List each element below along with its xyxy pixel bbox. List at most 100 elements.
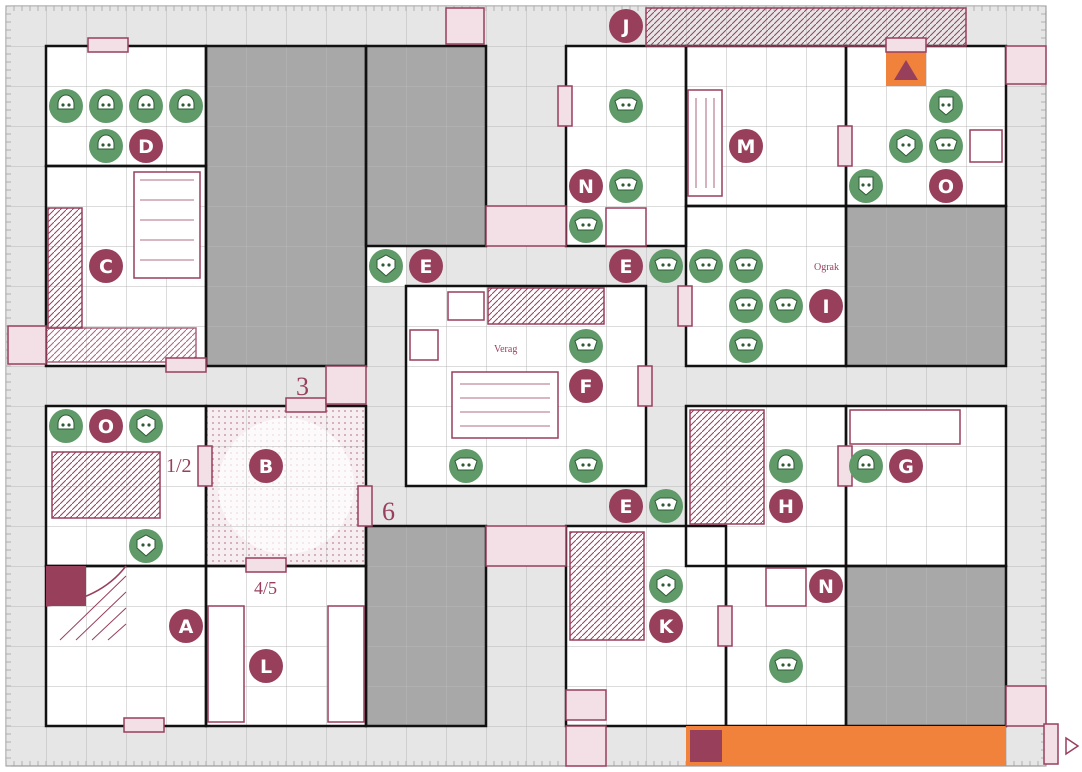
room-marker-n1[interactable]: N bbox=[569, 169, 603, 203]
goblin-icon[interactable] bbox=[769, 649, 803, 683]
fimir-icon[interactable] bbox=[129, 529, 163, 563]
room-letter-label: F bbox=[580, 376, 593, 398]
text-labels: 3 6 1/2 4/5 Verag Ograk bbox=[166, 262, 839, 598]
goblin-icon[interactable] bbox=[449, 449, 483, 483]
door-icon bbox=[565, 689, 607, 721]
goblin-icon[interactable] bbox=[649, 249, 683, 283]
stairs-icon bbox=[686, 50, 1006, 766]
room-letter-label: A bbox=[179, 616, 194, 638]
room-letter-label: O bbox=[938, 176, 954, 198]
door-icon bbox=[285, 397, 327, 413]
room-letter-label: D bbox=[138, 136, 154, 158]
room-marker-o2[interactable]: O bbox=[89, 409, 123, 443]
room-letter-label: C bbox=[99, 256, 113, 278]
zombie-icon[interactable] bbox=[929, 89, 963, 123]
room-letter-label: K bbox=[659, 616, 675, 638]
room-marker-e2[interactable]: E bbox=[609, 249, 643, 283]
arrow-right-icon[interactable] bbox=[1065, 736, 1080, 756]
fimir-icon[interactable] bbox=[129, 409, 163, 443]
room-marker-e1[interactable]: E bbox=[409, 249, 443, 283]
room-marker-o1[interactable]: O bbox=[929, 169, 963, 203]
fimir-icon[interactable] bbox=[889, 129, 923, 163]
room-marker-f[interactable]: F bbox=[569, 369, 603, 403]
room-marker-k[interactable]: K bbox=[649, 609, 683, 643]
rack-l-left bbox=[207, 605, 245, 723]
room-letter-label: O bbox=[98, 416, 114, 438]
chest-n bbox=[605, 207, 647, 247]
room-marker-g[interactable]: G bbox=[889, 449, 923, 483]
room-marker-j[interactable]: J bbox=[609, 9, 643, 43]
orc-icon[interactable] bbox=[929, 129, 963, 163]
goblin-icon[interactable] bbox=[689, 249, 723, 283]
skeleton-icon[interactable] bbox=[49, 89, 83, 123]
rubble-blocks bbox=[7, 7, 1059, 767]
furniture bbox=[45, 7, 1003, 723]
orc-icon[interactable] bbox=[609, 89, 643, 123]
table-room-m bbox=[687, 89, 723, 197]
orc-icon[interactable] bbox=[569, 329, 603, 363]
room-marker-i[interactable]: I bbox=[809, 289, 843, 323]
door-icon bbox=[885, 37, 927, 53]
room-letters[interactable]: A B C D E E E F G H I J K L M N N O O bbox=[89, 9, 963, 683]
mummy-icon[interactable] bbox=[89, 129, 123, 163]
door-icon bbox=[717, 605, 733, 647]
door-icon bbox=[837, 125, 853, 167]
fimir-icon[interactable] bbox=[649, 569, 683, 603]
stairs-a bbox=[45, 565, 127, 641]
room-marker-a[interactable]: A bbox=[169, 609, 203, 643]
label-verag: Verag bbox=[494, 344, 517, 355]
weapons-rack-c bbox=[47, 207, 83, 329]
room-letter-label: E bbox=[620, 256, 633, 278]
sorcerer-desk-k bbox=[569, 531, 645, 641]
room-marker-e3[interactable]: E bbox=[609, 489, 643, 523]
door-icon bbox=[637, 365, 653, 407]
skeleton-icon[interactable] bbox=[89, 89, 123, 123]
orc-icon[interactable] bbox=[649, 489, 683, 523]
fireplace-f bbox=[487, 287, 605, 325]
room-letter-label: J bbox=[620, 16, 629, 38]
weapons-rack-c-bottom bbox=[45, 327, 197, 363]
room-letter-label: N bbox=[818, 576, 834, 598]
tomb-room-o bbox=[51, 451, 161, 519]
skeleton-icon[interactable] bbox=[129, 89, 163, 123]
skeleton-icon[interactable] bbox=[769, 449, 803, 483]
room-letter-label: M bbox=[737, 136, 756, 158]
door-icon bbox=[557, 85, 573, 127]
room-letter-label: H bbox=[778, 496, 794, 518]
zombie-icon[interactable] bbox=[849, 169, 883, 203]
goblin-icon[interactable] bbox=[729, 329, 763, 363]
room-letter-label: G bbox=[898, 456, 914, 478]
door-icon bbox=[123, 717, 165, 733]
table-room-f bbox=[451, 371, 559, 439]
room-marker-h[interactable]: H bbox=[769, 489, 803, 523]
room-marker-c[interactable]: C bbox=[89, 249, 123, 283]
door-icon bbox=[357, 485, 373, 527]
goblin-icon[interactable] bbox=[729, 249, 763, 283]
sarcophagus-g bbox=[849, 409, 961, 445]
orc-icon[interactable] bbox=[569, 449, 603, 483]
door-icon bbox=[677, 285, 693, 327]
goblin-icon[interactable] bbox=[569, 209, 603, 243]
room-marker-l[interactable]: L bbox=[249, 649, 283, 683]
doors[interactable] bbox=[87, 37, 927, 733]
monster-tokens[interactable] bbox=[49, 89, 963, 683]
label-1-2: 1/2 bbox=[166, 455, 192, 477]
door-icon bbox=[197, 445, 213, 487]
orc-icon[interactable] bbox=[729, 289, 763, 323]
room-marker-n2[interactable]: N bbox=[809, 569, 843, 603]
room-marker-b[interactable]: B bbox=[249, 449, 283, 483]
room-marker-m[interactable]: M bbox=[729, 129, 763, 163]
room-letter-label: B bbox=[259, 456, 273, 478]
skeleton-icon[interactable] bbox=[169, 89, 203, 123]
skeleton-icon[interactable] bbox=[849, 449, 883, 483]
fimir-icon[interactable] bbox=[369, 249, 403, 283]
exit-strip bbox=[686, 726, 1006, 766]
room-letter-label: E bbox=[420, 256, 433, 278]
room-letter-label: N bbox=[578, 176, 594, 198]
skeleton-icon[interactable] bbox=[49, 409, 83, 443]
orc-icon[interactable] bbox=[769, 289, 803, 323]
orc-icon[interactable] bbox=[609, 169, 643, 203]
room-letter-label: E bbox=[620, 496, 633, 518]
room-marker-d[interactable]: D bbox=[129, 129, 163, 163]
